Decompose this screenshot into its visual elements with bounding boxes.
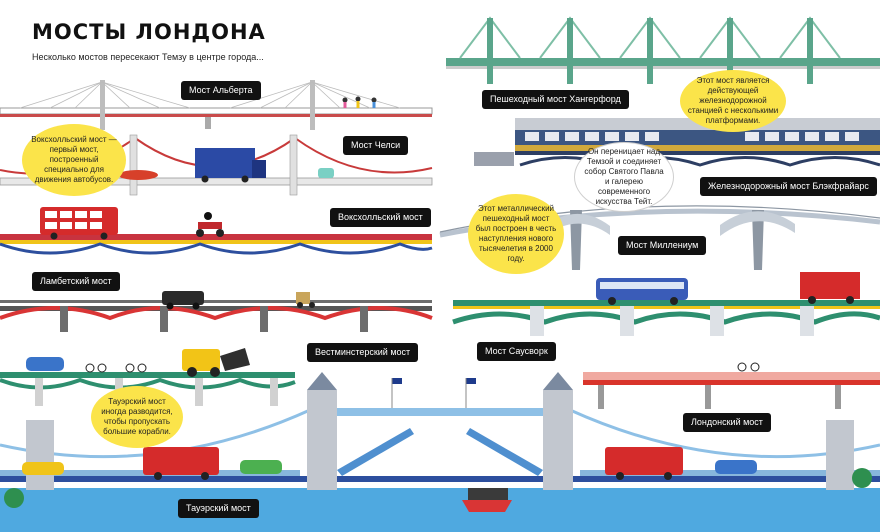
label-hungerford-bridge: Пешеходный мост Хангерфорд	[482, 90, 629, 109]
vauxhall-bridge	[0, 207, 433, 255]
label-southwark-bridge: Мост Саусворк	[477, 342, 556, 361]
albert-bridge	[0, 80, 433, 130]
label-tower-bridge: Тауэрский мост	[178, 499, 259, 518]
lambeth-bridge	[0, 291, 433, 332]
hungerford-bridge	[446, 16, 880, 84]
blackfriars-rail-bridge	[474, 118, 880, 167]
label-chelsea-bridge: Мост Челси	[343, 136, 409, 155]
label-lambeth-bridge: Ламбетский мост	[32, 272, 120, 291]
label-london-bridge: Лондонский мост	[683, 413, 771, 432]
bubble-blackfriars-fact: Этот мост является действующей железнодо…	[680, 70, 786, 132]
bubble-vauxhall-fact: Воксхолльский мост — первый мост, постро…	[22, 124, 126, 196]
bubble-tower-fact: Тауэрский мост иногда разводится, чтобы …	[91, 386, 183, 448]
bubble-millennium-route: Он переницает над Темзой и соединяет соб…	[574, 142, 674, 212]
page-subtitle: Несколько мостов пересекают Темзу в цент…	[32, 52, 264, 62]
label-albert-bridge: Мост Альберта	[181, 81, 261, 100]
label-westminster-bridge: Вестминстерский мост	[307, 343, 419, 362]
label-blackfriars-bridge: Железнодорожный мост Блэкфрайарс	[700, 177, 877, 196]
southwark-bridge	[452, 272, 880, 336]
london-bridge	[583, 362, 880, 409]
page-title: МОСТЫ ЛОНДОНА	[32, 20, 266, 44]
bubble-millennium-fact: Этот металлический пешеходный мост был п…	[468, 194, 564, 274]
westminster-bridge	[0, 348, 296, 406]
label-millennium-bridge: Мост Миллениум	[618, 236, 707, 255]
tower-bridge	[0, 372, 880, 532]
chelsea-bridge	[0, 134, 433, 196]
label-vauxhall-bridge: Воксхолльский мост	[330, 208, 431, 227]
